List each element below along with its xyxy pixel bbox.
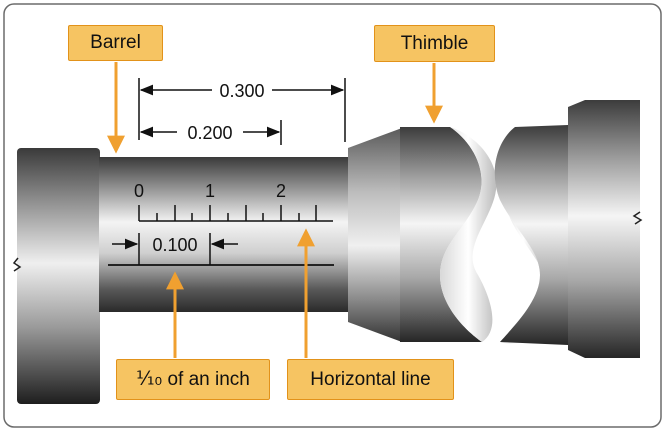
- scale-number-2: 2: [276, 181, 286, 201]
- horizontal-line-callout: Horizontal line: [287, 359, 454, 400]
- ratchet-cap: [568, 100, 640, 358]
- total-dimension-label: 0.300: [219, 81, 264, 101]
- thimble-callout: Thimble: [374, 25, 495, 62]
- partial-dimension: [138, 118, 282, 145]
- interval-dimension-label: 0.100: [152, 235, 197, 255]
- tenth-inch-callout: ⅒ of an inch: [116, 359, 270, 400]
- partial-dimension-label: 0.200: [187, 123, 232, 143]
- total-dimension: [138, 78, 346, 142]
- barrel-scale: [138, 205, 333, 222]
- ratchet-body: [494, 125, 568, 345]
- interval-dimension: [112, 233, 238, 265]
- callout-leaders: [107, 62, 443, 358]
- thimble-cut-face: [440, 127, 497, 342]
- thimble-bevel: [348, 128, 402, 342]
- thimble-body: [400, 127, 482, 342]
- frame-block: [12, 148, 100, 404]
- barrel-callout: Barrel: [68, 25, 163, 61]
- scale-number-0: 0: [134, 181, 144, 201]
- scale-number-1: 1: [205, 181, 215, 201]
